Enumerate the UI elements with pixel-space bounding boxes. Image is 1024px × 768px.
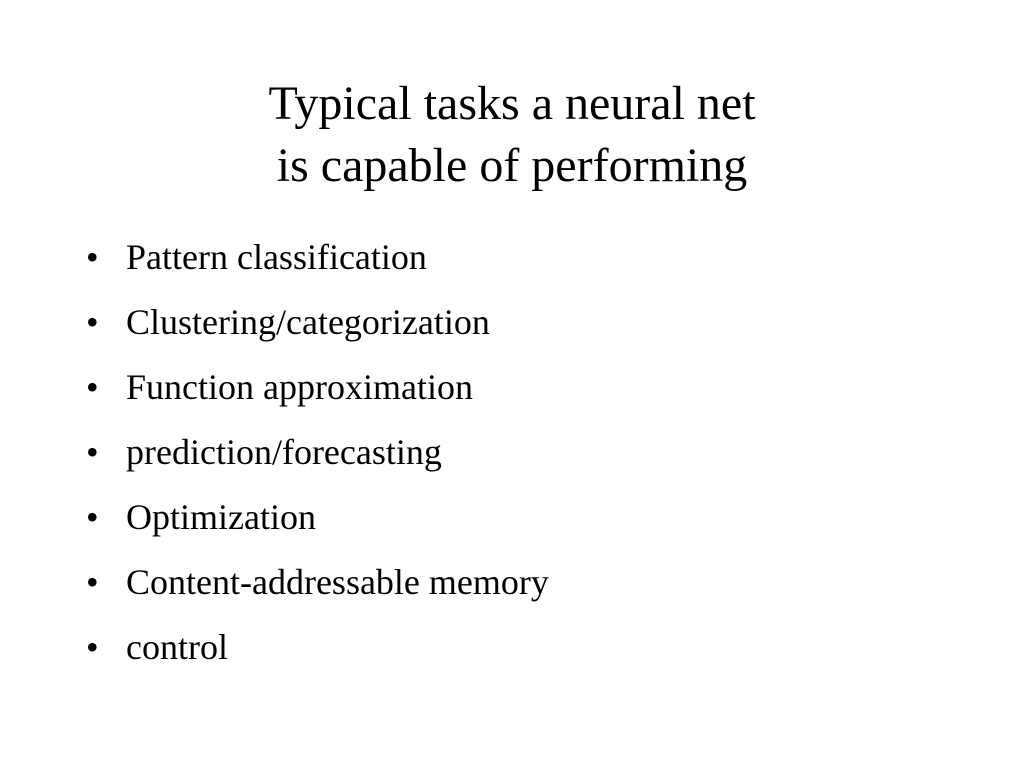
bullet-text: Clustering/categorization: [126, 302, 490, 342]
bullet-text: control: [126, 627, 228, 667]
list-item-content-addressable-memory: • Content-addressable memory: [86, 555, 549, 620]
bullet-icon: •: [86, 497, 99, 537]
bullet-text: Optimization: [126, 497, 316, 537]
bullet-icon: •: [86, 237, 99, 277]
bullet-icon: •: [86, 302, 99, 342]
list-item-prediction: • prediction/forecasting: [86, 425, 549, 490]
list-item-function-approximation: • Function approximation: [86, 360, 549, 425]
slide-title: Typical tasks a neural net is capable of…: [0, 73, 1024, 197]
list-item-control: • control: [86, 620, 549, 685]
list-item-pattern-classification: • Pattern classification: [86, 230, 549, 295]
bullet-icon: •: [86, 627, 99, 667]
bullet-list: • Pattern classification • Clustering/ca…: [86, 230, 549, 685]
title-line-1: Typical tasks a neural net: [268, 77, 756, 130]
bullet-icon: •: [86, 432, 99, 472]
bullet-icon: •: [86, 562, 99, 602]
bullet-text: Function approximation: [126, 367, 473, 407]
list-item-clustering: • Clustering/categorization: [86, 295, 549, 360]
bullet-text: Content-addressable memory: [126, 562, 549, 602]
bullet-text: prediction/forecasting: [126, 432, 442, 472]
bullet-text: Pattern classification: [126, 237, 427, 277]
bullet-icon: •: [86, 367, 99, 407]
list-item-optimization: • Optimization: [86, 490, 549, 555]
title-line-2: is capable of performing: [276, 139, 748, 192]
